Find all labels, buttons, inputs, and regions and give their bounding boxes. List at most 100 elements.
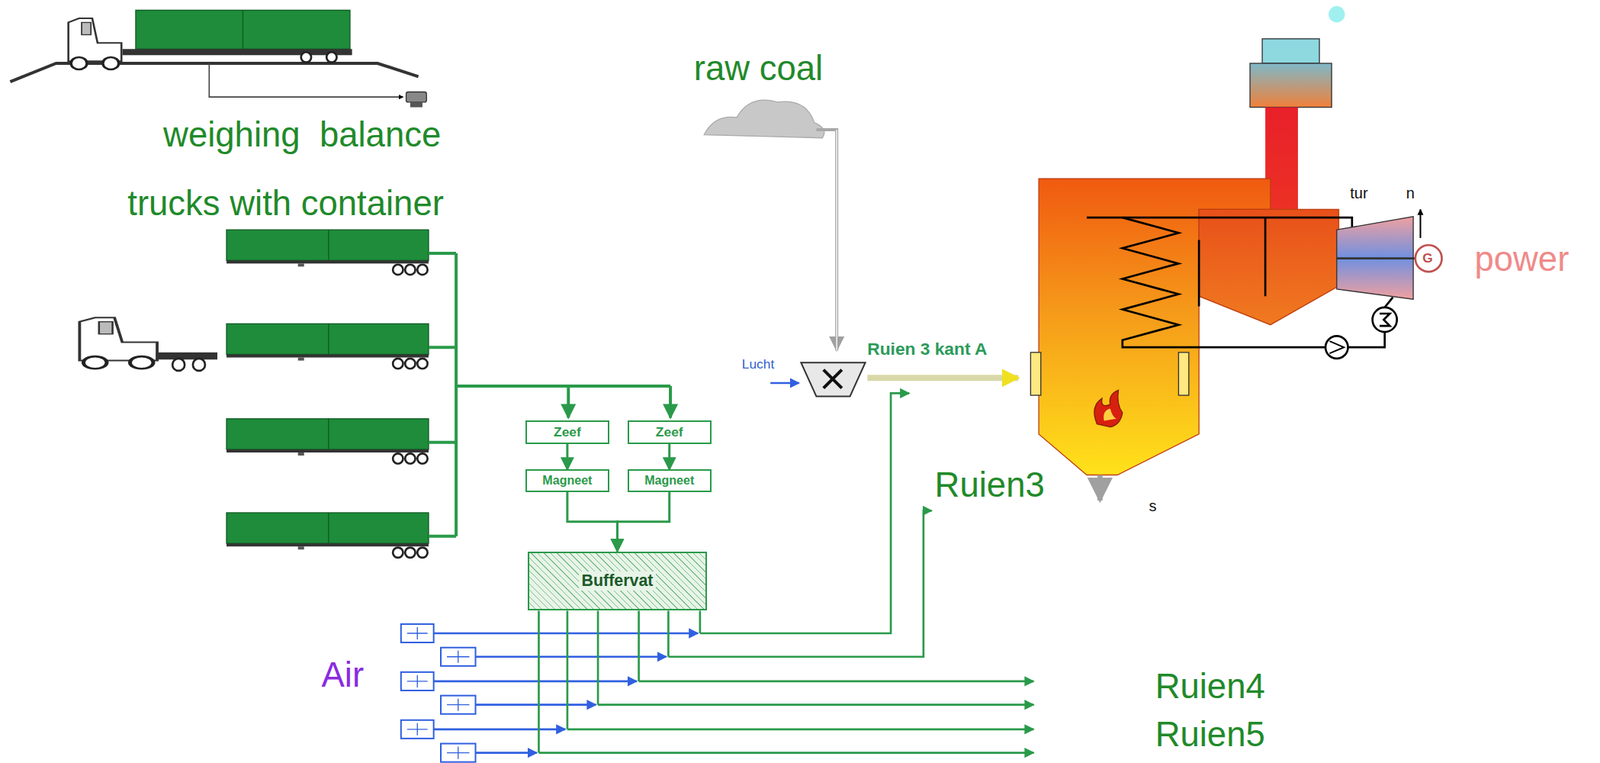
truck-containers (156, 352, 218, 360)
air-injection (401, 623, 476, 762)
truck-containers (226, 512, 429, 558)
air-injection (668, 510, 932, 656)
air-injection (700, 392, 910, 633)
output-label: power (1474, 239, 1569, 280)
truck-containers (172, 358, 185, 371)
weighing-truck (208, 63, 403, 97)
sieve-box: Zeef (627, 420, 712, 444)
boiler (1198, 208, 1339, 325)
coal-mill (770, 362, 1019, 396)
box-label: Magneet (644, 473, 694, 488)
flow-connector (565, 443, 569, 470)
weighing-truck (242, 9, 244, 49)
raw-coal-supply (816, 129, 837, 351)
coal-mill (867, 374, 1019, 381)
boiler (1030, 352, 1041, 396)
generator-symbol: G (1422, 250, 1433, 266)
box-label: Zeef (655, 424, 684, 440)
weighing-truck (301, 51, 312, 62)
turbine-cycle (1329, 340, 1344, 354)
air-injection (567, 727, 1034, 730)
turbine-cycle (1325, 6, 1443, 359)
truck-containers (79, 229, 429, 558)
boiler (1122, 217, 1326, 347)
ash-label: s (1149, 497, 1157, 515)
turbine-cycle (1379, 313, 1390, 326)
pipe-label: Ruien 3 kant A (867, 338, 987, 359)
turbine-cycle (1336, 257, 1416, 260)
weighing-truck (68, 18, 123, 70)
sieve-box: Zeef (525, 420, 610, 444)
coal-mill (770, 382, 799, 385)
air-injection (433, 727, 566, 730)
port-label: Ruien4 (1155, 666, 1266, 707)
air-injection (475, 751, 537, 754)
flow-connector (567, 491, 618, 552)
flow-connector (668, 443, 671, 470)
weighing-truck (9, 9, 427, 107)
vessel-label: Buffervat (578, 571, 657, 592)
turbine-label: tur (1349, 184, 1368, 203)
turbine-cycle (1328, 6, 1345, 23)
raw-coal-supply (703, 99, 825, 139)
flow-connector (616, 491, 669, 552)
air-injection (475, 655, 667, 658)
air-injection (401, 392, 1035, 762)
turbine-cycle (1325, 335, 1348, 358)
air-injection (475, 703, 597, 706)
caption: raw coal (693, 48, 823, 89)
weighing-truck (406, 91, 428, 102)
air-injection (538, 751, 1034, 754)
turbine-cycle (1384, 297, 1394, 308)
weighing-truck (410, 102, 423, 108)
air-injection (597, 703, 1034, 706)
weighing-truck (135, 9, 351, 49)
air-injection (433, 632, 699, 753)
turbine-cycle (1348, 331, 1385, 347)
air-injection (433, 632, 699, 635)
boiler (1094, 389, 1123, 427)
truck-containers (192, 358, 206, 371)
box-label: Magneet (542, 473, 592, 488)
boiler (1198, 217, 1266, 306)
air-injection (407, 626, 470, 759)
air-injection (639, 680, 1035, 683)
raw-coal-supply (703, 99, 837, 351)
speed-label: n (1406, 184, 1415, 203)
magnet-box: Magneet (627, 469, 712, 492)
coal-mill (800, 362, 865, 396)
air-label: Air (321, 655, 364, 695)
turbine-cycle (1372, 307, 1398, 332)
truck-containers (226, 229, 429, 275)
air-injection (433, 680, 637, 683)
truck-feed-lines (428, 253, 671, 537)
caption: weighing balance (163, 115, 441, 155)
coal-mill (823, 369, 842, 389)
boiler (1030, 38, 1352, 501)
magnet-box: Magneet (525, 469, 610, 492)
truck-containers (79, 317, 158, 369)
caption: trucks with container (127, 183, 444, 224)
boiler (1103, 408, 1117, 421)
truck-feed-lines (428, 253, 671, 537)
boiler (1097, 474, 1103, 500)
turbine-cycle (1415, 244, 1443, 272)
air-label: Lucht (742, 356, 775, 372)
air-injection (407, 626, 470, 759)
boiler (1262, 38, 1320, 64)
port-label: Ruien3 (934, 465, 1045, 505)
truck-feed-lines (668, 385, 672, 418)
truck-containers (226, 323, 429, 369)
turbine-cycle (1420, 208, 1422, 238)
truck-containers (79, 317, 158, 369)
weighing-truck (122, 48, 353, 55)
port-label: Ruien5 (1155, 714, 1266, 755)
truck-feed-lines (566, 385, 570, 418)
boiler (1178, 352, 1189, 396)
air-injection (538, 392, 1034, 752)
raw-coal-supply (835, 129, 837, 351)
buffer-vessel: Buffervat (527, 551, 707, 611)
